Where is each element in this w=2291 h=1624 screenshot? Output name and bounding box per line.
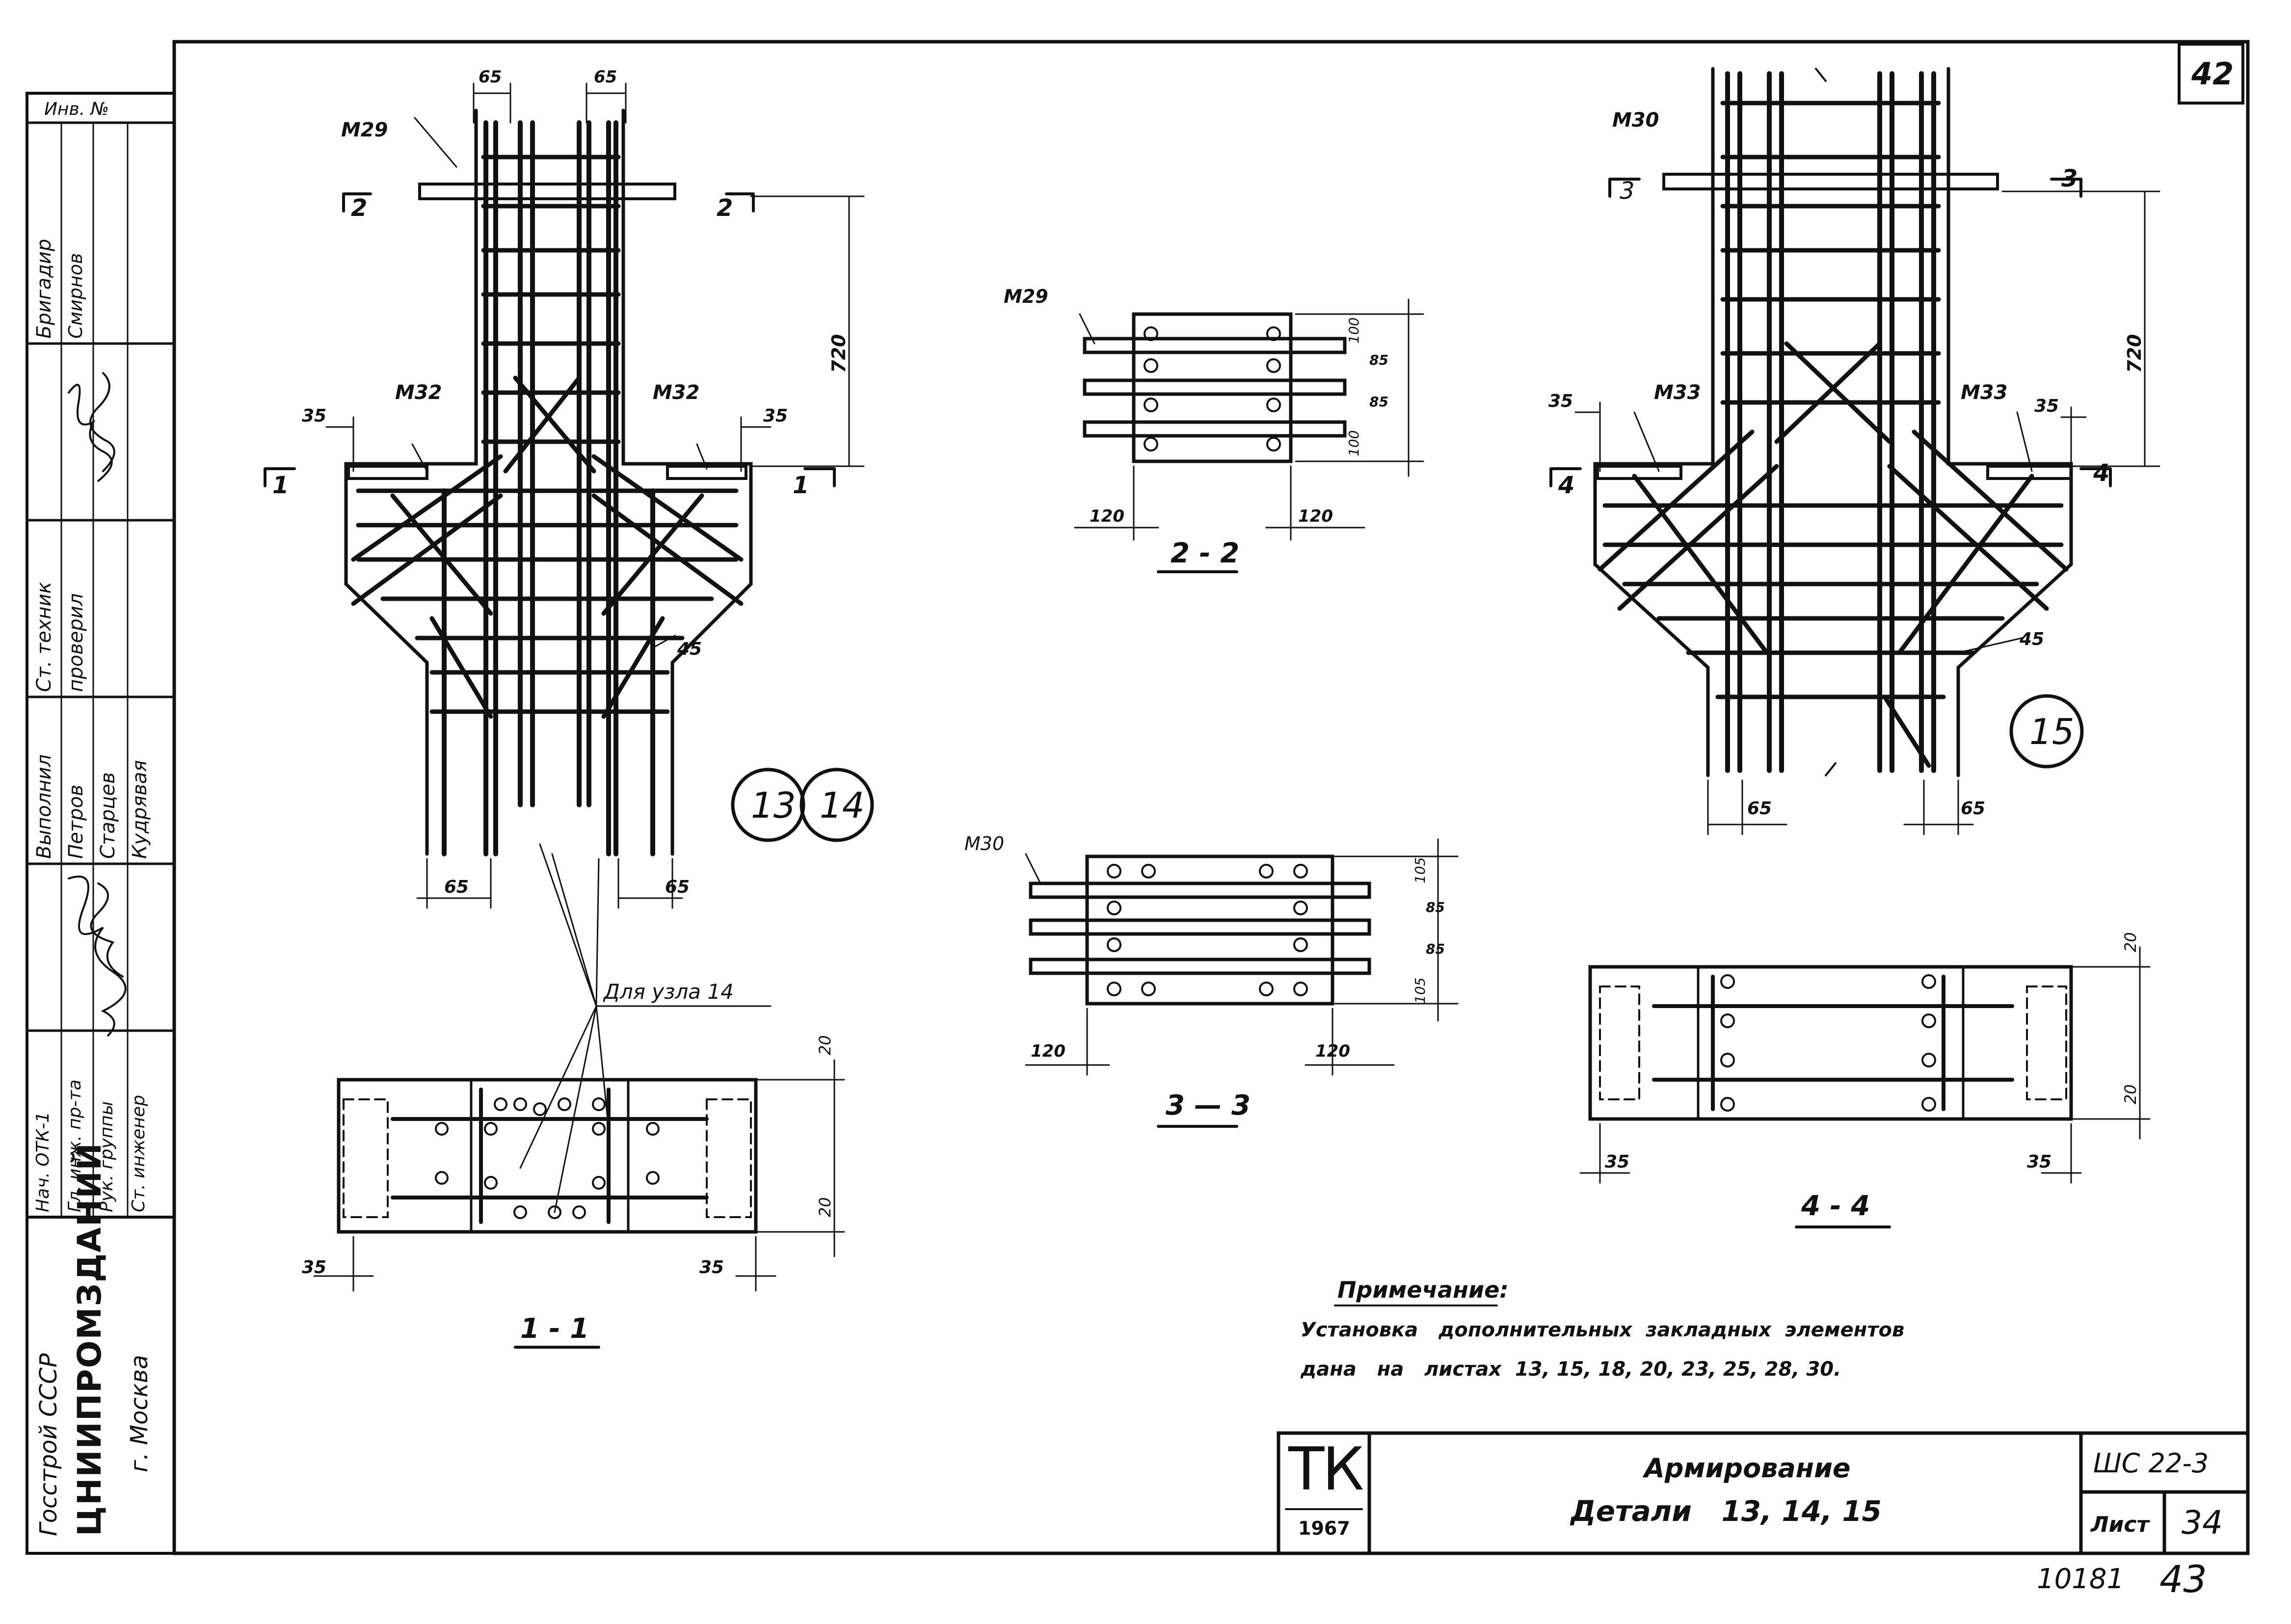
note-line-1: Установка дополнительных закладных элеме… bbox=[1301, 1319, 1905, 1341]
cut-mark-2-right: 2 bbox=[717, 194, 733, 222]
callout-node-14: Для узла 14 bbox=[604, 980, 734, 1004]
dim-720-left: 720 bbox=[828, 334, 850, 373]
angle-45-left: 45 bbox=[677, 639, 702, 659]
note-line-2: дана на листах 13, 15, 18, 20, 23, 25, 2… bbox=[1301, 1358, 1841, 1381]
tk-year: 1967 bbox=[1298, 1518, 1350, 1539]
series-code: ШС 22-3 bbox=[2093, 1448, 2209, 1479]
dim-20-top-s44: 20 bbox=[2121, 932, 2140, 952]
stamp-name-3: Петров bbox=[65, 784, 87, 859]
cut-mark-3-left: 3 bbox=[1620, 177, 1635, 205]
embed-m30-label-s33: М30 bbox=[964, 833, 1005, 854]
dim-20-top-s11: 20 bbox=[816, 1035, 834, 1055]
page-number: 43 bbox=[2159, 1557, 2207, 1601]
cut-mark-4-left: 4 bbox=[1558, 472, 1575, 499]
node-circles bbox=[731, 694, 2084, 842]
dim-85-a-s22: 85 bbox=[1369, 352, 1388, 368]
embed-m32-right-label: М32 bbox=[653, 381, 700, 404]
section-4-4 bbox=[1579, 946, 2151, 1228]
city-name: г. Москва bbox=[126, 1355, 153, 1472]
title-block bbox=[1277, 1431, 2250, 1555]
dim-120-right-s33: 120 bbox=[1315, 1041, 1350, 1061]
institute-name: ЦНИИПРОМЗДАНИЙ bbox=[71, 1142, 108, 1536]
drawing-title-line-1: Армирование bbox=[1644, 1453, 1851, 1484]
embed-m33-right-label: М33 bbox=[1961, 381, 2008, 404]
dim-65-bottom-left: 65 bbox=[444, 877, 469, 897]
dim-35-right-r: 35 bbox=[2034, 396, 2059, 416]
embed-m33-left-label: М33 bbox=[1654, 381, 1701, 404]
stamp-role-3: Выполнил bbox=[33, 754, 55, 859]
dim-65-top-right: 65 bbox=[594, 67, 617, 87]
dim-120-left-s22: 120 bbox=[1090, 506, 1124, 526]
right-elevation bbox=[1549, 67, 2160, 835]
stamp-name-2: проверил bbox=[65, 593, 87, 692]
embed-m29-label-s22: М29 bbox=[1004, 286, 1048, 307]
dim-65-bottom-left-r: 65 bbox=[1747, 799, 1772, 819]
cut-mark-1-right: 1 bbox=[793, 472, 809, 499]
dim-65-top-left: 65 bbox=[479, 67, 502, 87]
stamp-name-1: Смирнов bbox=[65, 253, 86, 339]
dim-35-right-s11: 35 bbox=[699, 1257, 724, 1278]
dim-35-right-s44: 35 bbox=[2027, 1152, 2052, 1172]
drawing-title-line-2: Детали 13, 14, 15 bbox=[1571, 1494, 1882, 1528]
stamp-role-6: Нач. ОТК-1 bbox=[33, 1111, 53, 1212]
section-title-3-3: 3 — 3 bbox=[1166, 1090, 1251, 1121]
dim-720-right: 720 bbox=[2124, 334, 2145, 373]
inventory-label: Инв. № bbox=[44, 99, 109, 119]
section-2-2 bbox=[1074, 298, 1424, 573]
stamp-role-2: Ст. техник bbox=[33, 582, 55, 692]
stamp-role-9: Ст. инженер bbox=[129, 1094, 149, 1212]
section-title-4-4: 4 - 4 bbox=[1801, 1190, 1870, 1222]
section-title-1-1: 1 - 1 bbox=[520, 1313, 589, 1345]
dim-35-left-s44: 35 bbox=[1605, 1152, 1630, 1172]
sheet-label: Лист bbox=[2091, 1512, 2149, 1537]
section-1-1 bbox=[313, 1059, 845, 1349]
dim-20-bottom-s44: 20 bbox=[2121, 1084, 2140, 1104]
stamp-role-1: Бригадир bbox=[33, 239, 55, 339]
cut-mark-4-right: 4 bbox=[2093, 459, 2110, 487]
embed-m29-label: М29 bbox=[341, 119, 388, 141]
dim-120-right-s22: 120 bbox=[1298, 506, 1333, 526]
section-3-3 bbox=[1025, 838, 1459, 1128]
signatures bbox=[68, 372, 127, 1037]
embed-m32-left-label: М32 bbox=[395, 381, 442, 404]
dim-20-bottom-s11: 20 bbox=[816, 1197, 834, 1217]
cut-mark-2-left: 2 bbox=[351, 194, 368, 222]
node-number-13: 13 bbox=[751, 785, 796, 826]
corner-sheet-number: 42 bbox=[2191, 56, 2234, 92]
node-number-15: 15 bbox=[2029, 711, 2075, 752]
sheet-frame bbox=[26, 40, 2250, 1555]
dim-105-bottom-s33: 105 bbox=[1412, 977, 1428, 1004]
cut-mark-1-left: 1 bbox=[272, 472, 289, 499]
section-title-2-2: 2 - 2 bbox=[1171, 537, 1240, 569]
dim-120-left-s33: 120 bbox=[1031, 1041, 1066, 1061]
dim-100-top-s22: 100 bbox=[1346, 317, 1362, 344]
dim-35-left-r: 35 bbox=[1548, 391, 1573, 411]
dim-35-left: 35 bbox=[302, 406, 327, 426]
stamp-name-4: Старцев bbox=[97, 772, 119, 859]
dim-100-bottom-s22: 100 bbox=[1346, 430, 1362, 456]
dim-85-b-s22: 85 bbox=[1369, 394, 1388, 410]
tk-logo: ТК bbox=[1288, 1436, 1364, 1504]
dim-105-top-s33: 105 bbox=[1412, 857, 1428, 883]
dim-85-b-s33: 85 bbox=[1426, 941, 1445, 957]
dim-85-a-s33: 85 bbox=[1426, 899, 1445, 915]
org-name: Госстрой СССР bbox=[35, 1353, 62, 1536]
sheet-number: 34 bbox=[2182, 1504, 2223, 1542]
archive-number: 10181 bbox=[2037, 1563, 2125, 1595]
dim-35-right: 35 bbox=[763, 406, 788, 426]
left-elevation bbox=[264, 82, 865, 1213]
dim-65-bottom-right: 65 bbox=[665, 877, 690, 897]
node-number-14: 14 bbox=[820, 785, 865, 826]
cut-mark-3-right: 3 bbox=[2061, 165, 2078, 192]
embed-m30-label: М30 bbox=[1612, 109, 1659, 132]
dim-65-bottom-right-r: 65 bbox=[1961, 799, 1986, 819]
stamp-name-5: Кудрявая bbox=[129, 760, 151, 859]
note-heading: Примечание: bbox=[1337, 1277, 1509, 1303]
angle-45-right: 45 bbox=[2020, 629, 2045, 649]
dim-35-left-s11: 35 bbox=[302, 1257, 327, 1278]
